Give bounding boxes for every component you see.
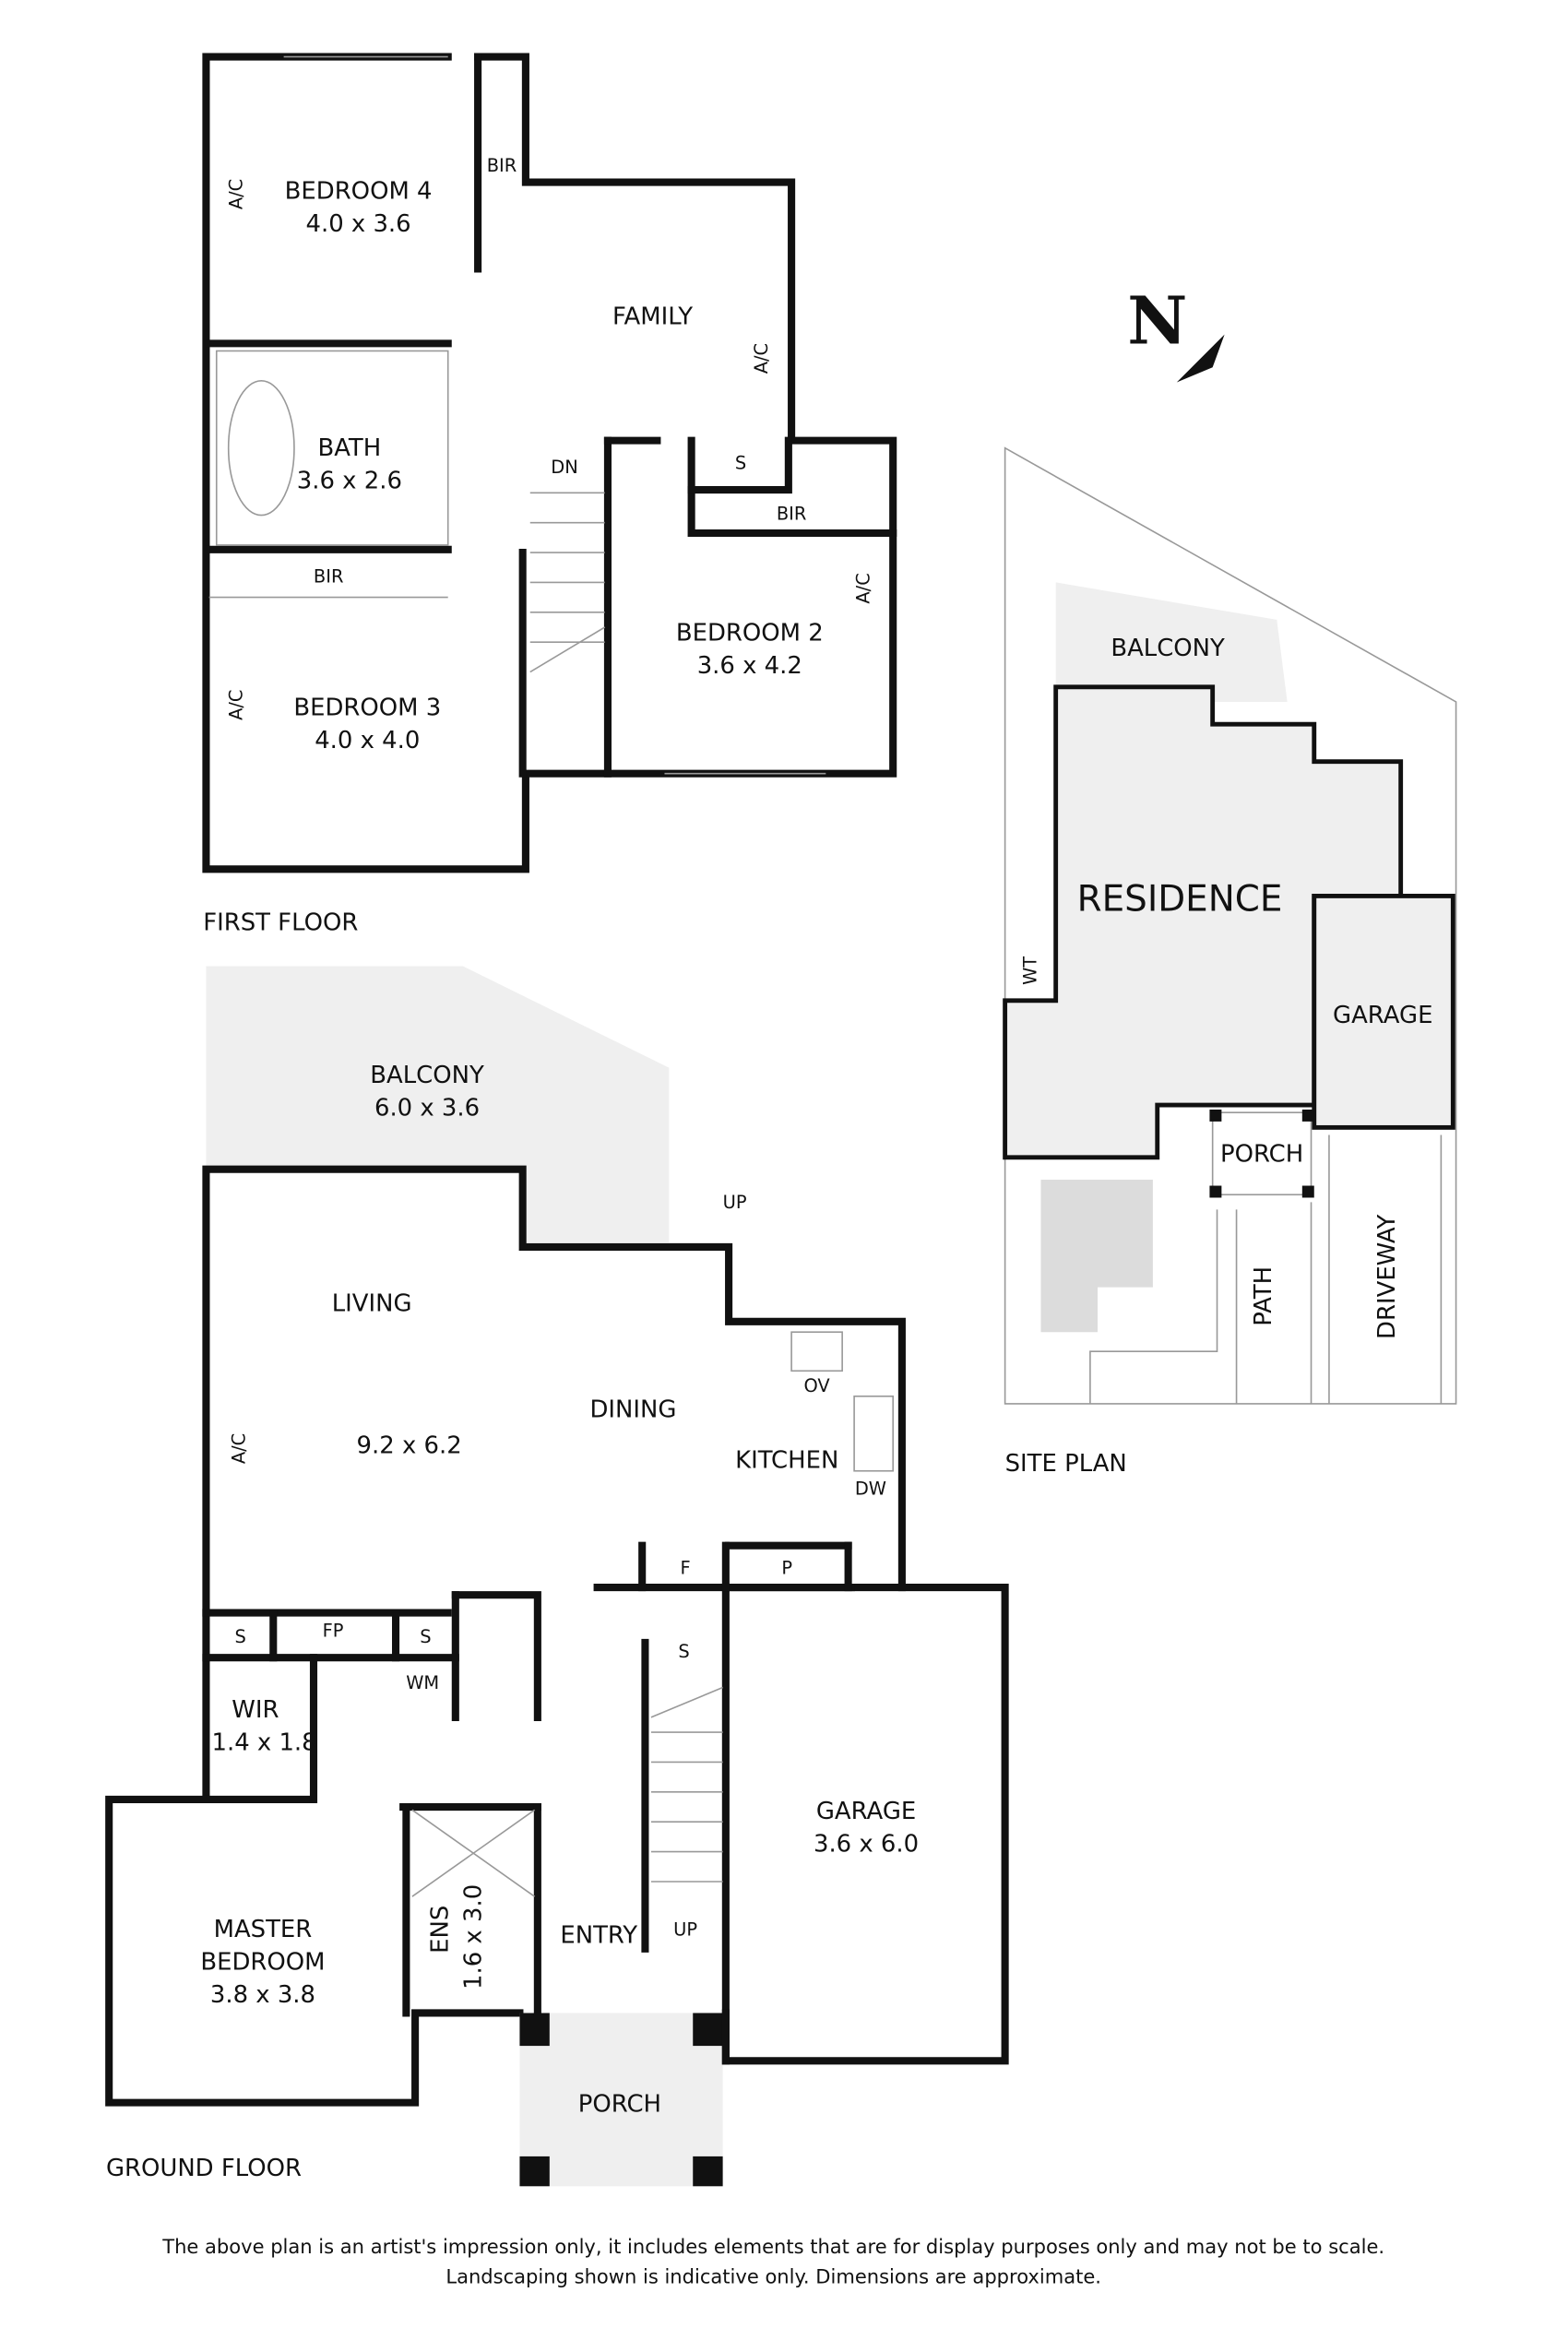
small-label: FP <box>323 1620 344 1641</box>
small-label: S <box>235 1626 246 1647</box>
room-label: PORCH <box>578 2090 661 2118</box>
room-label: GARAGE <box>816 1798 916 1825</box>
room-label: BEDROOM 2 <box>676 620 824 647</box>
first-floor-title: FIRST FLOOR <box>203 909 358 937</box>
site-label: WT <box>1020 956 1041 985</box>
disclaimer-line-1: The above plan is an artist's impression… <box>161 2235 1384 2258</box>
ground-floor-plan: BALCONY 6.0 x 3.6 LIVING 9.2 x 6.2 DININ… <box>105 966 1009 2187</box>
site-label: GARAGE <box>1333 1002 1432 1029</box>
small-label: A/C <box>225 179 246 209</box>
north-compass: N <box>1127 281 1225 383</box>
site-garage <box>1312 894 1455 1130</box>
room-label: BEDROOM 4 <box>285 177 433 205</box>
room-label: LIVING <box>332 1290 412 1318</box>
small-label: A/C <box>225 690 246 720</box>
room-label: BATH <box>317 434 381 462</box>
small-label: WM <box>406 1672 439 1693</box>
small-label: A/C <box>229 1433 250 1464</box>
disclaimer-line-2: Landscaping shown is indicative only. Di… <box>445 2265 1101 2288</box>
small-label: A/C <box>751 343 772 374</box>
room-label: ENTRY <box>560 1921 637 1949</box>
small-label: F <box>681 1557 691 1578</box>
first-floor-plan: BEDROOM 4 4.0 x 3.6 FAMILY BATH 3.6 x 2.… <box>202 53 897 937</box>
room-dims: 6.0 x 3.6 <box>374 1094 480 1122</box>
small-label: A/C <box>852 573 873 603</box>
room-dims: 9.2 x 6.2 <box>357 1431 462 1459</box>
room-dims: 1.6 x 3.0 <box>459 1884 487 1990</box>
room-label: BEDROOM <box>200 1949 325 1977</box>
small-label: BIR <box>487 155 517 176</box>
room-dims: 4.0 x 4.0 <box>315 727 420 754</box>
compass-letter: N <box>1127 281 1187 359</box>
small-label: S <box>678 1641 689 1662</box>
room-label: FAMILY <box>612 303 693 330</box>
porch-area <box>519 2013 723 2187</box>
small-label: DN <box>551 457 577 478</box>
site-label: PORCH <box>1220 1141 1303 1169</box>
room-label: DINING <box>589 1396 676 1423</box>
room-label: MASTER <box>214 1916 313 1943</box>
room-dims: 1.4 x 1.8 <box>212 1729 317 1757</box>
stairs-first-floor <box>529 492 606 673</box>
small-label: BIR <box>314 565 344 587</box>
site-plan: BALCONY RESIDENCE GARAGE PORCH PATH DRIV… <box>1003 446 1457 1478</box>
small-label: S <box>420 1626 431 1647</box>
small-label: BIR <box>777 503 807 524</box>
room-label: BEDROOM 3 <box>293 695 441 722</box>
north-arrow-icon <box>1176 334 1225 383</box>
room-label: ENS <box>427 1906 455 1954</box>
room-dims: 3.6 x 2.6 <box>297 467 402 494</box>
small-label: S <box>735 452 746 473</box>
small-label: UP <box>723 1192 747 1213</box>
site-balcony <box>1055 582 1288 702</box>
room-dims: 4.0 x 3.6 <box>306 210 411 238</box>
site-label: DRIVEWAY <box>1373 1214 1401 1339</box>
small-label: P <box>781 1557 792 1578</box>
room-dims: 3.6 x 4.2 <box>697 652 802 680</box>
room-label: WIR <box>232 1696 279 1724</box>
room-dims: 3.8 x 3.8 <box>210 1981 315 2009</box>
small-label: OV <box>804 1375 831 1396</box>
small-label: UP <box>673 1918 697 1940</box>
room-dims: 3.6 x 6.0 <box>814 1831 919 1859</box>
room-label: KITCHEN <box>735 1447 838 1475</box>
balcony-area <box>206 966 670 1243</box>
room-label: BALCONY <box>370 1062 484 1089</box>
stairs-ground-floor <box>650 1686 723 1883</box>
site-label: RESIDENCE <box>1077 879 1283 921</box>
site-plan-title: SITE PLAN <box>1005 1450 1127 1478</box>
ground-floor-title: GROUND FLOOR <box>106 2155 302 2182</box>
small-label: DW <box>855 1479 886 1500</box>
site-label: BALCONY <box>1111 635 1225 662</box>
site-label: PATH <box>1250 1266 1277 1326</box>
